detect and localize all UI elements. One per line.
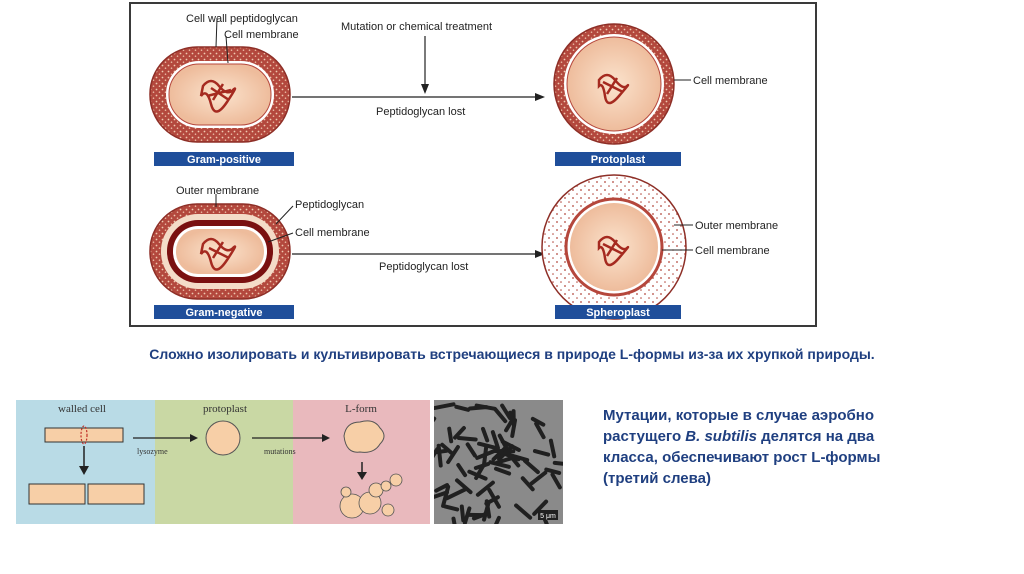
- spheroplast-cell: [542, 175, 686, 319]
- caption-text: Сложно изолировать и культивировать встр…: [0, 346, 1024, 362]
- protoplast-shape: [206, 421, 240, 455]
- label-lysozyme: lysozyme: [137, 447, 168, 456]
- micrograph-image: 5 μm: [434, 400, 563, 524]
- scale-bar-label: 5 μm: [540, 513, 556, 520]
- l-form-diagram: walled cell protoplast L-form lysozyme m…: [16, 400, 430, 524]
- panel-walled-cell: [16, 400, 155, 524]
- bar-spheroplast-text: Spheroplast: [586, 307, 650, 319]
- cell-wall-diagram: Cell wall peptidoglycan Cell membrane Mu…: [129, 2, 817, 327]
- bar-protoplast-text: Protoplast: [591, 154, 646, 166]
- label-peptidoglycan-lost-2: Peptidoglycan lost: [379, 261, 468, 273]
- label-cell-membrane-protoplast: Cell membrane: [693, 75, 768, 87]
- label-cell-membrane-gram-negative: Cell membrane: [295, 227, 370, 239]
- label-outer-membrane-spheroplast: Outer membrane: [695, 220, 778, 232]
- side-line-2: растущего B. subtilis делятся на два: [603, 426, 933, 447]
- label-protoplast-panel: protoplast: [203, 403, 247, 415]
- panel-protoplast: [155, 400, 293, 524]
- label-walled-cell: walled cell: [58, 403, 106, 415]
- side-line-1: Мутации, которые в случае аэробно: [603, 405, 933, 426]
- side-line-3: класса, обеспечивают рост L-формы: [603, 447, 933, 468]
- daughter-cell-right: [88, 484, 144, 504]
- label-cell-wall-peptidoglycan: Cell wall peptidoglycan: [186, 13, 298, 25]
- species-name: B. subtilis: [685, 428, 757, 445]
- protoplast-cell: [554, 24, 674, 144]
- label-cell-membrane-spheroplast: Cell membrane: [695, 245, 770, 257]
- walled-cell-shape: [45, 428, 123, 442]
- label-cell-membrane-gram-positive: Cell membrane: [224, 29, 299, 41]
- bar-gram-negative-text: Gram-negative: [185, 307, 262, 319]
- gram-positive-cell: [150, 47, 290, 142]
- side-description: Мутации, которые в случае аэробно растущ…: [603, 405, 933, 489]
- label-mutations: mutations: [264, 447, 296, 456]
- label-mutation-treatment: Mutation or chemical treatment: [341, 21, 492, 33]
- daughter-cell-left: [29, 484, 85, 504]
- gram-negative-cell: [150, 204, 290, 299]
- label-outer-membrane-gram-negative: Outer membrane: [176, 185, 259, 197]
- side-line-4: (третий слева): [603, 468, 933, 489]
- bar-gram-positive-text: Gram-positive: [187, 154, 261, 166]
- label-l-form: L-form: [345, 403, 377, 415]
- label-peptidoglycan-lost-1: Peptidoglycan lost: [376, 106, 465, 118]
- label-peptidoglycan-gram-negative: Peptidoglycan: [295, 199, 364, 211]
